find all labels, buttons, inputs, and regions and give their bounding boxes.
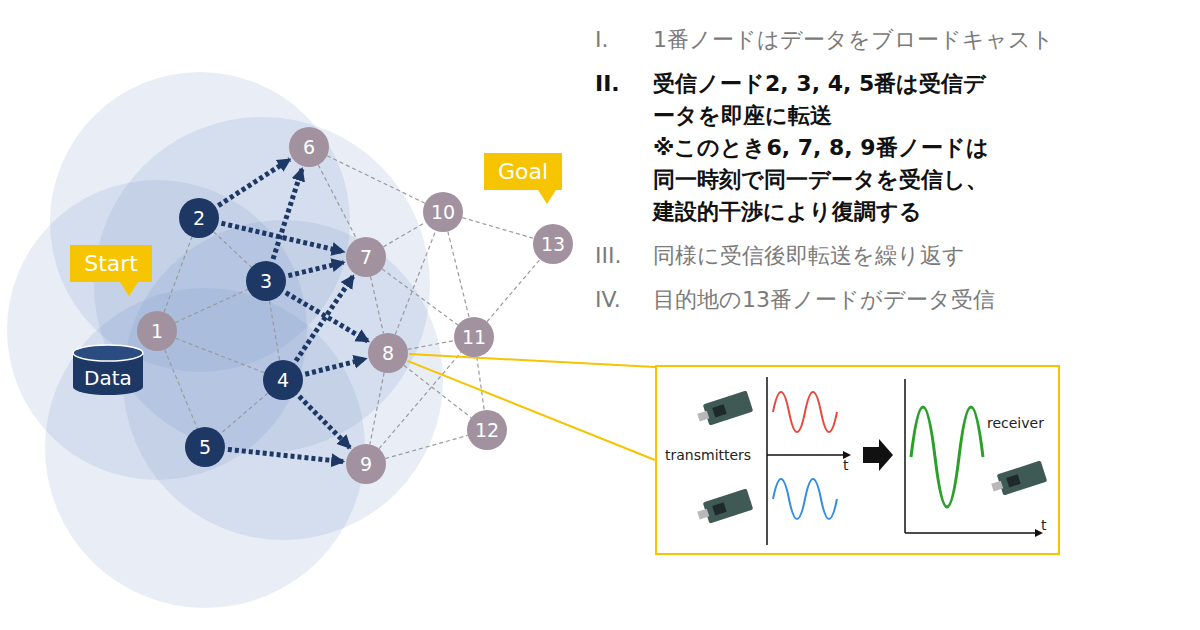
transmitter-board	[697, 390, 753, 425]
network-node: 10	[423, 192, 463, 232]
link-line	[383, 222, 425, 247]
network-node: 2	[179, 198, 219, 238]
network-node: 8	[368, 333, 408, 373]
step-text: 1番ノードはデータをブロードキャスト	[653, 24, 1190, 56]
step-item: III.同様に受信後即転送を繰り返す	[595, 240, 1190, 272]
result-arrow	[863, 439, 893, 471]
database-cylinder: Data	[72, 344, 144, 396]
step-number: III.	[595, 240, 653, 272]
step-number: II.	[595, 68, 653, 228]
network-node: 7	[346, 237, 386, 277]
link-line	[176, 338, 265, 373]
node-label: 9	[360, 453, 372, 475]
link-line	[165, 349, 198, 428]
link-line	[477, 357, 484, 410]
node-label: 7	[360, 246, 372, 268]
network-node: 6	[289, 127, 329, 167]
network-node: 9	[346, 444, 386, 484]
blue-wave	[773, 479, 837, 519]
red-wave	[773, 392, 837, 432]
link-line	[385, 435, 467, 458]
transmitter-board	[991, 460, 1047, 495]
cylinder-top	[73, 345, 143, 361]
forward-arrow	[288, 262, 343, 275]
node-label: 6	[303, 136, 315, 158]
forward-arrow	[305, 359, 365, 375]
node-label: 1	[151, 320, 163, 342]
link-line	[370, 373, 384, 445]
step-body: 同様に受信後即転送を繰り返す	[653, 240, 1190, 272]
inset-label: t	[843, 457, 849, 473]
step-text: 目的地の13番ノードがデータ受信	[653, 284, 1190, 316]
forward-arrow	[296, 276, 353, 361]
network-node: 13	[533, 224, 573, 264]
node-label: Goal	[498, 159, 548, 184]
network-node: 12	[467, 410, 507, 450]
transmitter-board	[697, 488, 753, 523]
link-line	[395, 231, 435, 335]
link-line	[408, 341, 455, 350]
node-label: 2	[193, 207, 205, 229]
inset-label: t	[1041, 517, 1047, 533]
forward-arrow	[273, 169, 302, 259]
step-text: ※このとき6, 7, 8, 9番ノードは同一時刻で同一データを受信し、建設的干渉…	[653, 132, 998, 228]
step-body: 受信ノード2, 3, 4, 5番は受信データを即座に転送※このとき6, 7, 8…	[653, 68, 998, 228]
zoom-inset: transmitters receiver t t	[655, 365, 1060, 555]
network-node: 5	[185, 427, 225, 467]
node-label: 4	[277, 369, 289, 391]
callout-tag: Start	[70, 245, 152, 282]
link-line	[214, 232, 252, 268]
network-node: 11	[454, 317, 494, 357]
zoom-leader	[407, 354, 655, 460]
link-line	[175, 289, 248, 322]
step-item: II.受信ノード2, 3, 4, 5番は受信データを即座に転送※このとき6, 7…	[595, 68, 1190, 228]
link-line	[318, 165, 357, 239]
step-text: 受信ノード2, 3, 4, 5番は受信データを即座に転送	[653, 68, 998, 132]
node-label: 10	[431, 201, 455, 223]
step-number: I.	[595, 24, 653, 56]
link-line	[448, 231, 469, 317]
node-label: 3	[260, 270, 272, 292]
node-label: 12	[475, 419, 499, 441]
step-text: 同様に受信後即転送を繰り返す	[653, 240, 1190, 272]
callout-tag: Goal	[484, 153, 562, 190]
inset-label: transmitters	[665, 447, 751, 463]
step-number: IV.	[595, 284, 653, 316]
green-wave	[911, 407, 983, 507]
node-label: 5	[199, 436, 211, 458]
node-label: 8	[382, 342, 394, 364]
network-node: 1	[137, 311, 177, 351]
step-item: IV.目的地の13番ノードがデータ受信	[595, 284, 1190, 316]
forward-arrow	[286, 293, 368, 342]
node-label: 11	[462, 326, 486, 348]
step-body: 目的地の13番ノードがデータ受信	[653, 284, 1190, 316]
step-body: 1番ノードはデータをブロードキャスト	[653, 24, 1190, 56]
forward-arrow	[218, 159, 289, 205]
link-line	[370, 276, 383, 333]
link-line	[487, 259, 540, 322]
coverage-circle	[45, 288, 365, 608]
inset-label: receiver	[987, 415, 1044, 431]
link-line	[462, 218, 534, 239]
link-line	[327, 156, 425, 204]
link-line	[382, 269, 458, 325]
forward-arrow	[228, 449, 343, 461]
network-node: 4	[263, 360, 303, 400]
node-label: Data	[84, 366, 132, 390]
step-list: I.1番ノードはデータをブロードキャストII.受信ノード2, 3, 4, 5番は…	[595, 24, 1190, 328]
link-line	[269, 301, 279, 361]
forward-arrow	[299, 396, 350, 447]
node-label: Start	[84, 251, 138, 276]
network-node: 3	[246, 261, 286, 301]
link-line	[164, 237, 192, 313]
node-label: 13	[541, 233, 565, 255]
link-line	[220, 393, 268, 434]
step-item: I.1番ノードはデータをブロードキャスト	[595, 24, 1190, 56]
